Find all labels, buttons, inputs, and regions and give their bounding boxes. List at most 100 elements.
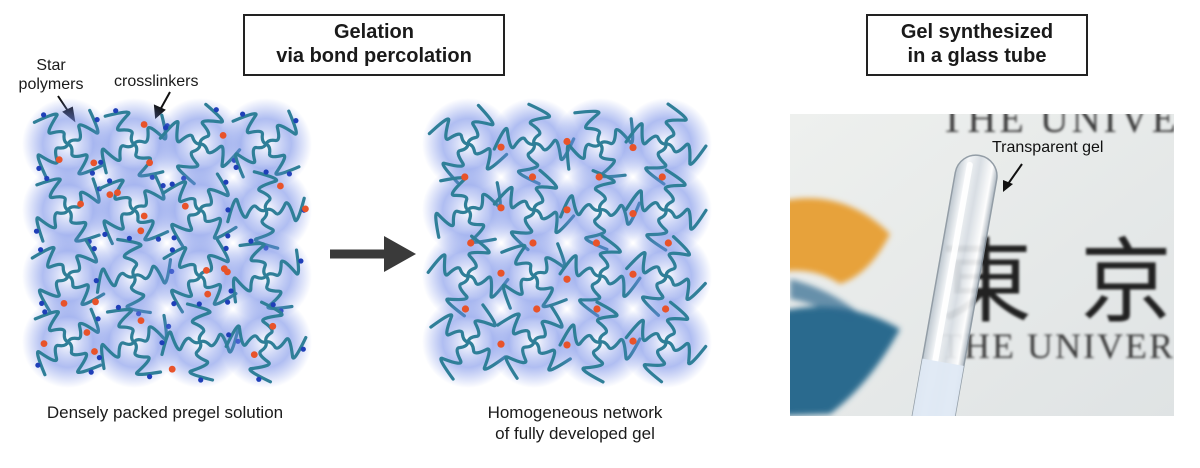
crosslinker: [146, 159, 153, 167]
crosslinker: [106, 191, 114, 198]
chain-end: [33, 228, 40, 234]
chain-end: [91, 246, 97, 252]
polymer-arm: [226, 197, 268, 224]
chain-end: [225, 207, 231, 213]
polymer-arm: [32, 112, 70, 146]
polymer-arm: [264, 196, 306, 223]
crosslinker: [269, 322, 277, 330]
crosslink-bond: [467, 239, 475, 247]
chain-end: [228, 288, 234, 294]
crosslink-bond: [497, 143, 505, 151]
polymer-arm: [231, 112, 268, 146]
crosslink-bond: [563, 341, 571, 349]
ginkgo-leaf-orange: [790, 198, 890, 284]
polymer-arm: [624, 189, 668, 213]
star-polymer-unit: [488, 296, 580, 388]
polymer-arm: [664, 142, 708, 166]
polymer-arm: [162, 180, 202, 212]
polymer-arm: [532, 340, 572, 372]
star-polymer-unit: [22, 164, 114, 256]
crosslink-bond: [529, 239, 537, 247]
chain-end: [198, 377, 204, 383]
polymer-arm: [185, 302, 212, 344]
chain-end: [270, 302, 276, 308]
polymer-arm: [100, 340, 136, 371]
polymer-arm: [30, 245, 70, 278]
ginkgo-leaf-blue: [790, 306, 900, 416]
polymer-arm: [663, 168, 687, 212]
star-polymer-unit: [554, 164, 646, 256]
crosslink-bond: [461, 173, 469, 181]
crosslink-bond: [497, 269, 505, 277]
crosslink-bond: [629, 143, 637, 152]
crosslinker: [60, 300, 68, 307]
crosslinker: [90, 159, 98, 167]
polymer-arm: [132, 340, 163, 376]
polymer-arm: [439, 340, 470, 381]
crosslinker: [168, 365, 176, 373]
polymer-arm: [100, 142, 136, 175]
crosslinker: [277, 182, 284, 190]
gelation-title-line2: via bond percolation: [276, 45, 472, 67]
polymer-arm: [170, 274, 202, 314]
polymer-arm: [558, 254, 602, 278]
crosslink-bond: [658, 173, 666, 181]
polymer-arm: [664, 207, 708, 231]
crosslink-bond: [461, 305, 470, 313]
chain-end: [113, 108, 119, 114]
gel-tube-photo: THE UNIVERS 東 京 THE UNIVERS Transparent …: [790, 114, 1174, 416]
transparent-gel-pointer: [1003, 163, 1023, 192]
chain-end: [88, 369, 94, 375]
polymer-arm: [466, 274, 510, 299]
star-polymer-unit: [220, 230, 312, 322]
polymer-arm: [664, 300, 690, 344]
crosslinker: [92, 298, 99, 306]
chain-end: [96, 355, 102, 361]
star-polymer-unit: [620, 98, 712, 190]
process-arrow: [330, 236, 416, 272]
polymer-arm: [445, 274, 470, 318]
pregel-caption: Densely packed pregel solution: [46, 403, 284, 422]
polymer-arm: [198, 102, 225, 146]
crosslinker: [220, 265, 228, 273]
crosslink-bond: [533, 305, 541, 313]
polymer-arm: [591, 169, 616, 212]
chain-end: [107, 178, 113, 184]
crosslinker: [91, 348, 98, 355]
polymer-arm: [558, 323, 602, 347]
polymer-arm: [504, 340, 536, 380]
star-polymer-unit: [620, 230, 712, 322]
crosslinker: [203, 267, 210, 274]
polymer-arm: [624, 318, 668, 344]
star-polymer-unit: [488, 98, 580, 190]
photo-text-bottom: THE UNIVERS: [940, 326, 1174, 366]
crosslinker: [83, 329, 91, 336]
crosslinker: [250, 351, 258, 358]
polymer-arm: [501, 274, 536, 310]
crosslinker: [302, 205, 309, 213]
polymer-arm: [573, 109, 602, 146]
gel-network-caption-line2: of fully developed gel: [495, 424, 655, 443]
crosslink-bond: [592, 239, 601, 247]
star-polymer-unit: [220, 296, 312, 388]
polymer-arm: [35, 177, 70, 212]
chain-end: [93, 278, 99, 284]
polymer-arm: [37, 274, 70, 314]
polymer-arm: [598, 234, 622, 278]
polymer-arm: [527, 102, 552, 146]
polymer-arm: [532, 208, 576, 235]
chain-end: [159, 340, 165, 346]
star-polymer-unit: [22, 296, 114, 388]
polymer-arm: [158, 119, 202, 146]
crosslink-bond: [629, 210, 637, 218]
star-polymer-unit: [154, 296, 246, 388]
chain-end: [223, 245, 229, 251]
crosslinkers-pointer: [159, 91, 171, 111]
chain-end: [102, 231, 108, 237]
polymer-arm: [664, 340, 708, 366]
chain-end: [300, 346, 306, 352]
star-polymer-unit: [88, 164, 180, 256]
crosslink-bond: [563, 275, 571, 283]
gelation-title-box: Gelation via bond percolation: [243, 14, 505, 76]
polymer-arm: [198, 142, 242, 169]
